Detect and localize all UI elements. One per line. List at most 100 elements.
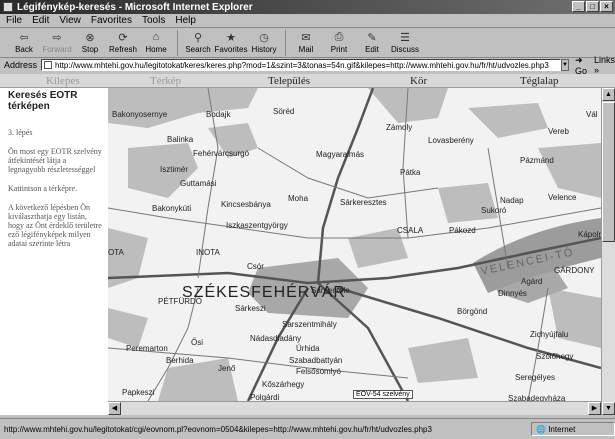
map-place-label: Polgárdi [250, 393, 280, 401]
map-place-label: Vál [586, 110, 598, 119]
toolbar-back-button[interactable]: ⇦Back [8, 28, 40, 55]
scroll-thumb[interactable] [602, 102, 615, 242]
toolbar-label: Print [330, 45, 348, 54]
menu-tools[interactable]: Tools [141, 15, 166, 26]
map-place-label: Csór [247, 262, 264, 271]
map-place-label: Bakonyosernye [112, 110, 168, 119]
toolbar-mail-button[interactable]: ✉Mail [290, 28, 322, 55]
map-place-label: Agárd [521, 277, 543, 286]
map-place-label: OTA [108, 248, 124, 257]
forward-arrow-icon: ⇨ [52, 31, 62, 44]
toolbar-label: Stop [81, 45, 99, 54]
links-button[interactable]: Links » [593, 55, 615, 75]
toolbar-forward-button[interactable]: ⇨Forward [41, 28, 73, 55]
search-icon: ⚲ [193, 31, 203, 44]
nav-tab-0[interactable]: Kilepes [46, 75, 80, 87]
toolbar-label: Home [145, 45, 167, 54]
minimize-button[interactable]: _ [572, 1, 585, 12]
vertical-scrollbar[interactable]: ▲ ▼ [601, 88, 615, 415]
scroll-left-icon[interactable]: ◀ [108, 402, 121, 415]
address-url: http://www.mhtehi.gov.hu/legitotokat/ker… [55, 60, 549, 70]
map-place-label: Guttamási [180, 179, 217, 188]
toolbar-stop-button[interactable]: ⊗Stop [74, 28, 106, 55]
map-view[interactable]: SZÉKESFEHÉRVÁR VELENCEI-TÓ EOV-54 szelvé… [108, 88, 601, 401]
map-place-label: Nádasdladány [250, 334, 302, 343]
map-place-label: Magyaralmás [316, 150, 365, 159]
map-place-label: Nadap [500, 196, 524, 205]
scroll-right-icon[interactable]: ▶ [588, 402, 601, 415]
toolbar-edit-button[interactable]: ✎Edit [356, 28, 388, 55]
favorites-icon: ★ [226, 31, 236, 44]
toolbar-separator [285, 30, 286, 56]
toolbar-label: Mail [298, 45, 314, 54]
menu-file[interactable]: File [6, 15, 23, 26]
map-place-label: Seregélyes [515, 373, 556, 382]
toolbar-home-button[interactable]: ⌂ Home [140, 28, 172, 54]
menu-help[interactable]: Help [175, 15, 196, 26]
map-place-label: Jenő [218, 364, 236, 373]
toolbar-search-button[interactable]: ⚲Search [182, 28, 214, 55]
map-place-label: Bakonykúti [152, 204, 192, 213]
scroll-down-icon[interactable]: ▼ [602, 402, 615, 415]
refresh-icon: ⟳ [118, 31, 128, 44]
map-place-label: Szabadbattyán [289, 356, 343, 365]
map-place-label: Papkeszi [122, 388, 155, 397]
menu-edit[interactable]: Edit [32, 15, 50, 26]
home-icon: ⌂ [152, 31, 160, 43]
horizontal-scrollbar[interactable]: ◀ ▶ [108, 401, 601, 415]
map-place-label: Zámoly [386, 123, 413, 132]
toolbar-label: History [251, 45, 277, 54]
menu-view[interactable]: View [59, 15, 81, 26]
nav-tab-4[interactable]: Téglalap [520, 75, 559, 87]
status-bar: http://www.mhtehi.gov.hu/legitotokat/cgi… [0, 418, 615, 439]
map-place-label: Isztimér [160, 165, 188, 174]
scroll-up-icon[interactable]: ▲ [602, 88, 615, 101]
maximize-button[interactable]: □ [586, 1, 599, 12]
map-place-label: Börgönd [457, 307, 488, 316]
toolbar-label: Edit [365, 45, 379, 54]
close-button[interactable]: × [600, 1, 613, 12]
toolbar-label: Forward [42, 45, 72, 54]
sidebar-title: Keresés EOTR térképen [8, 90, 78, 112]
address-label: Address [4, 60, 38, 70]
map-minor-roads [108, 88, 601, 401]
map-place-label: Kőszárhegy [262, 380, 305, 389]
toolbar-label: Search [185, 45, 211, 54]
toolbar-refresh-button[interactable]: ⟳Refresh [107, 28, 139, 55]
toolbar-discuss-button[interactable]: ☰Discuss [389, 28, 421, 55]
map-place-label: Fehérvárcsurgó [193, 149, 250, 158]
sidebar-text-2: Kattintson a térképre. [8, 184, 78, 193]
mail-icon: ✉ [301, 31, 311, 44]
map-place-label: Balinka [167, 135, 194, 144]
page-icon [44, 61, 53, 69]
map-place-label: Szabadegyháza [508, 394, 566, 401]
map-place-label: Söréd [273, 107, 295, 116]
print-icon: ⎙ [334, 30, 344, 43]
map-place-label: Sarszentmihály [282, 320, 337, 329]
status-url: http://www.mhtehi.gov.hu/legitotokat/cgi… [4, 424, 432, 434]
address-dropdown-icon[interactable]: ▼ [561, 59, 569, 71]
toolbar-favorites-button[interactable]: ★Favorites [215, 28, 248, 55]
map-place-label: Kincsesbánya [221, 200, 271, 209]
map-place-label: Kápolnásnyék [578, 230, 601, 239]
go-button[interactable]: ➜ Go [574, 54, 587, 76]
page-content: Keresés EOTR térképen 3. lépés Ön most e… [0, 88, 615, 415]
map-place-label: Pákozd [449, 226, 476, 235]
nav-tab-2[interactable]: Település [268, 75, 310, 87]
toolbar-print-button[interactable]: ⎙ Print [323, 28, 355, 55]
map-place-label: Lovasberény [428, 136, 474, 145]
toolbar-history-button[interactable]: ◷History [248, 28, 280, 55]
lake-shape [473, 218, 601, 293]
map-city-label: SZÉKESFEHÉRVÁR [182, 284, 346, 301]
map-place-label: Vereb [548, 127, 569, 136]
map-place-label: Moha [288, 194, 309, 203]
map-place-label: Pátka [400, 168, 421, 177]
nav-tab-1[interactable]: Térkép [150, 75, 182, 87]
nav-tab-3[interactable]: Kör [410, 75, 428, 87]
map-roads [108, 88, 601, 401]
menu-favorites[interactable]: Favorites [90, 15, 132, 26]
edit-icon: ✎ [367, 31, 377, 44]
ie-icon [3, 2, 13, 12]
back-arrow-icon: ⇦ [19, 31, 29, 44]
address-input[interactable]: http://www.mhtehi.gov.hu/legitotokat/ker… [41, 59, 562, 71]
